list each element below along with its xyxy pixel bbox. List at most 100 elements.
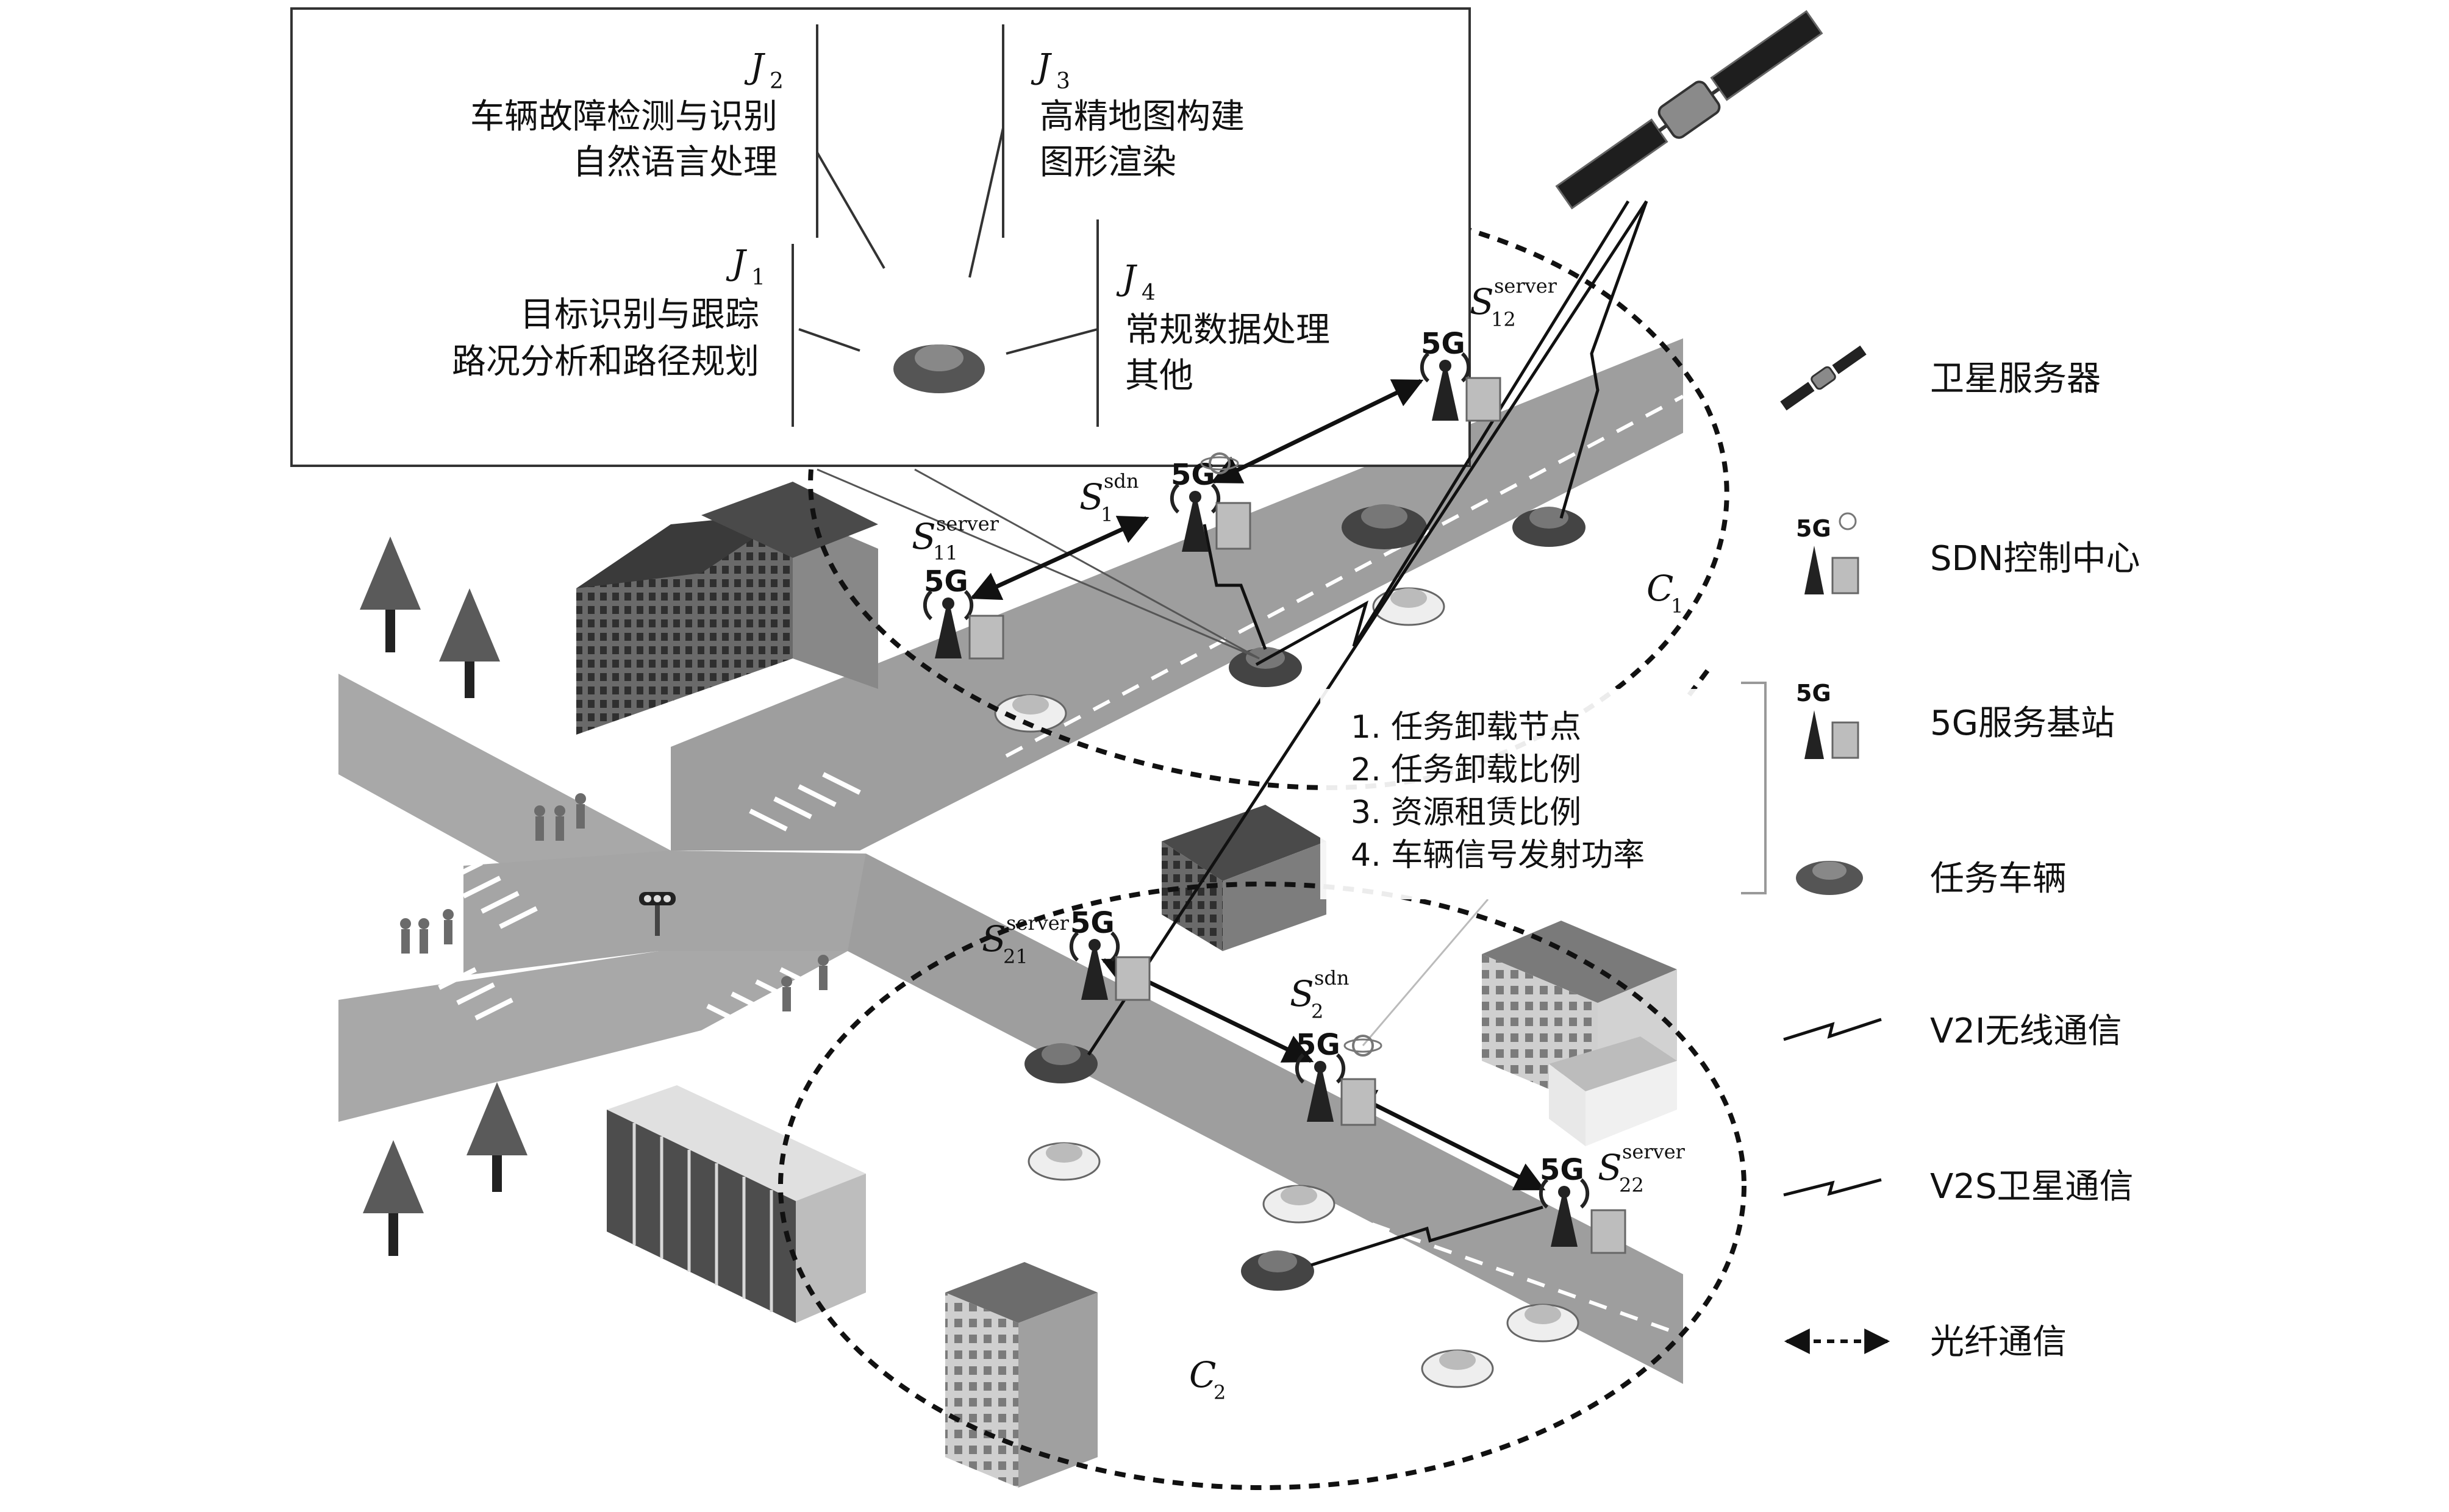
sdn-station-s2: 5G	[1295, 1028, 1382, 1126]
label-s22-sup: server	[1622, 1140, 1686, 1163]
label-c2-base: C	[1189, 1354, 1216, 1396]
label-s22: S server 22	[1598, 1140, 1686, 1197]
intersection	[463, 850, 866, 975]
sdn-controller-icon	[1343, 1035, 1382, 1057]
task-j1-line-2: 路况分析和路径规划	[452, 342, 759, 382]
legend-v2s: V2S卫星通信	[1783, 1167, 2133, 1207]
v2i-lightning-icon	[1783, 1018, 1882, 1041]
satellite-icon	[1555, 10, 1823, 210]
v2s-link-c1-vehicle-2	[1559, 201, 1648, 519]
decision-item-2: 2. 任务卸载比例	[1351, 752, 1581, 788]
v2s-lightning-icon	[1783, 1178, 1882, 1197]
label-s11: S server 11	[912, 512, 999, 565]
label-s12-sub: 12	[1491, 308, 1516, 331]
server-icon	[1465, 377, 1501, 422]
label-s21: S server 21	[982, 911, 1070, 968]
antenna-icon	[923, 590, 974, 658]
task-j3-subscript: 3	[1056, 69, 1070, 94]
antenna-icon	[1539, 1178, 1590, 1247]
cluster-c2-boundary	[778, 882, 1746, 1490]
task-j4-line-2: 其他	[1125, 356, 1193, 396]
label-c2: C 2	[1189, 1354, 1226, 1404]
fiber-link-s1sdn-s12	[1210, 379, 1424, 484]
task-vehicle-icon	[1796, 861, 1863, 895]
server-icon	[1215, 502, 1251, 550]
antenna-icon	[1295, 1053, 1346, 1122]
task-callout-box	[290, 7, 1471, 467]
legend-base-station: 5G 5G服务基站	[1796, 680, 2115, 759]
legend-sdn: 5G SDN控制中心	[1796, 512, 2140, 594]
legend-satellite-label: 卫星服务器	[1930, 359, 2101, 399]
legend-sdn-label: SDN控制中心	[1930, 539, 2140, 579]
tree-icon	[439, 588, 500, 698]
v2s-link-c1-vehicle	[1255, 200, 1630, 666]
car-icon	[994, 694, 1067, 733]
label-s1sdn-base: S	[1079, 476, 1104, 518]
building-small-roof	[1162, 805, 1326, 951]
sdn-pointer	[1362, 899, 1489, 1046]
task-j4-line-1: 常规数据处理	[1125, 310, 1330, 350]
sdn-station-s1: 5G	[1170, 452, 1251, 552]
legend-satellite: 卫星服务器	[1780, 345, 2101, 411]
lane-marking-lower	[999, 1089, 1684, 1337]
vehicles	[994, 504, 1586, 1388]
label-s22-sub: 22	[1619, 1174, 1644, 1197]
task-j4-subscript: 4	[1142, 280, 1156, 305]
server-icon	[1115, 956, 1151, 1001]
sdn-controller-icon: 5G	[1796, 512, 1859, 594]
task-j3-line-1: 高精地图构建	[1040, 97, 1245, 137]
decision-variables: 1. 任务卸载节点 2. 任务卸载比例 3. 资源租赁比例 4. 车辆信号发射功…	[1320, 682, 1767, 899]
decision-bracket	[1741, 682, 1767, 894]
v2i-link-s22	[1310, 1205, 1543, 1267]
antenna-icon	[1420, 352, 1471, 421]
label-s2sdn-sub: 2	[1311, 1000, 1323, 1023]
base-station-s21: 5G	[1069, 906, 1151, 1001]
task-j2-line-2: 自然语言处理	[573, 143, 778, 182]
server-icon	[1590, 1209, 1626, 1254]
server-icon	[968, 615, 1004, 660]
v2s-link-c2-vehicle	[1087, 200, 1648, 1056]
label-s2sdn-base: S	[1290, 973, 1314, 1015]
5g-badge: 5G	[1796, 515, 1831, 542]
car-icon	[1262, 1185, 1335, 1224]
car-icon	[1342, 504, 1427, 549]
task-j3-line-2: 图形渲染	[1040, 143, 1176, 182]
tree-icon	[363, 1140, 424, 1256]
label-s1sdn-sup: sdn	[1104, 469, 1139, 493]
task-j2-subscript: 2	[770, 69, 784, 94]
fiber-link-s2sdn-s22	[1345, 1089, 1546, 1191]
task-j2-line-1: 车辆故障检测与识别	[470, 97, 778, 137]
tree-icon	[360, 537, 421, 652]
legend-v2s-label: V2S卫星通信	[1930, 1167, 2133, 1207]
node-labels: S server 11 S sdn 1 S server 12 S server…	[912, 274, 1686, 1404]
label-s21-sub: 21	[1003, 945, 1028, 968]
label-s12-base: S	[1470, 281, 1494, 323]
task-vehicle-icon	[1241, 1250, 1314, 1291]
car-icon	[1028, 1142, 1101, 1181]
base-station-s11: 5G	[923, 565, 1004, 660]
base-station-s22: 5G	[1539, 1153, 1626, 1254]
base-station-s12: 5G	[1420, 327, 1501, 422]
car-icon	[1512, 507, 1586, 547]
server-icon	[1340, 1078, 1376, 1126]
legend-vehicle-label: 任务车辆	[1930, 859, 2067, 899]
label-s2sdn: S sdn 2	[1290, 966, 1350, 1023]
legend: 卫星服务器 5G SDN控制中心 5G 5G服务基站 任务车辆	[1780, 345, 2140, 1362]
car-icon	[1506, 1303, 1579, 1343]
car-icon	[1372, 587, 1445, 626]
legend-fiber-label: 光纤通信	[1930, 1322, 2067, 1362]
label-s21-sup: server	[1006, 911, 1070, 935]
sdn-controller-icon	[1200, 452, 1239, 474]
base-station-icon: 5G	[1796, 680, 1859, 759]
satellite-icon	[1780, 345, 1867, 411]
road-lower-left	[338, 951, 848, 1122]
legend-vehicle: 任务车辆	[1796, 859, 2067, 899]
building-glass	[607, 1085, 866, 1323]
v2i-links	[1203, 524, 1543, 1267]
legend-fiber: 光纤通信	[1784, 1322, 2067, 1362]
label-s11-sup: server	[936, 512, 999, 535]
decision-item-3: 3. 资源租赁比例	[1351, 794, 1581, 831]
task-j1-line-1: 目标识别与跟踪	[520, 295, 759, 335]
label-s12: S server 12	[1470, 274, 1557, 331]
